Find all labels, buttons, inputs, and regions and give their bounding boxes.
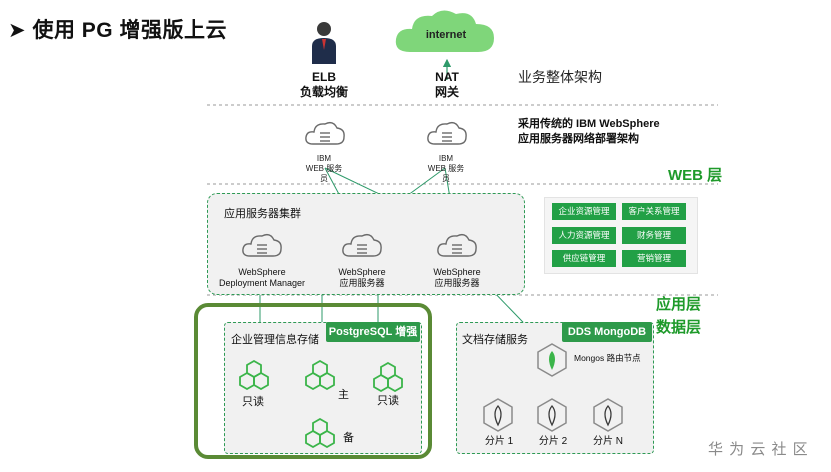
- dds-box-title: 文档存储服务: [462, 334, 528, 346]
- app-node-1: [340, 230, 384, 265]
- pg-highlight-frame: [194, 303, 432, 459]
- app-node-2-label: WebSphere 应用服务器: [433, 267, 481, 288]
- shard-icon: [593, 398, 623, 432]
- biz-module: 营销管理: [622, 250, 686, 267]
- dds-box: [456, 322, 654, 454]
- postgresql-tag: PostgreSQL 增强: [326, 322, 420, 342]
- app-node-dm-label: WebSphere Deployment Manager: [218, 267, 306, 288]
- page-title: ➤ 使用 PG 增强版上云: [8, 19, 227, 42]
- shard-icon: [483, 398, 513, 432]
- biz-module: 企业资源管理: [552, 203, 616, 220]
- cloud-server-icon: [342, 233, 382, 257]
- app-node-1-label: WebSphere 应用服务器: [338, 267, 386, 288]
- websphere-description: 采用传统的 IBM WebSphere 应用服务器网络部署架构: [518, 118, 660, 145]
- web-server-1: [303, 118, 347, 153]
- shard-icon: [537, 398, 567, 432]
- app-node-dm: [240, 230, 284, 265]
- internet-label: internet: [425, 29, 467, 41]
- web-layer-label: WEB 层: [668, 167, 723, 184]
- internet-cloud-icon: [395, 10, 494, 53]
- bullet-arrow-icon: ➤: [8, 19, 27, 42]
- db-primary-icon: [305, 360, 335, 390]
- cloud-server-icon: [242, 233, 282, 257]
- nat-label: NAT 网关: [434, 70, 459, 99]
- pg-box-title: 企业管理信息存储: [231, 334, 319, 346]
- dds-mongodb-tag: DDS MongoDB: [562, 322, 652, 342]
- cloud-server-icon: [305, 121, 345, 145]
- app-cluster-title: 应用服务器集群: [224, 208, 301, 220]
- elb-label: ELB 负载均衡: [299, 70, 348, 99]
- db-node-icon: [239, 360, 269, 390]
- biz-module: 客户关系管理: [622, 203, 686, 220]
- readonly-left-label: 只读: [242, 396, 264, 408]
- app-cluster-box: [207, 193, 525, 295]
- overall-arch-label: 业务整体架构: [518, 69, 602, 85]
- db-standby-icon: [305, 418, 335, 448]
- watermark: 华 为 云 社 区: [708, 441, 809, 458]
- shard-label: 分片 2: [538, 436, 568, 447]
- cloud-server-icon: [427, 121, 467, 145]
- biz-module: 供应链管理: [552, 250, 616, 267]
- cloud-server-icon: [437, 233, 477, 257]
- db-node-icon: [373, 362, 403, 392]
- mongos-label: Mongos 路由节点: [574, 353, 641, 363]
- web-server-2: [425, 118, 469, 153]
- shard-label: 分片 N: [593, 436, 623, 447]
- web-server-2-label: IBM WEB 服务 员: [427, 154, 465, 183]
- user-icon: [312, 22, 336, 64]
- primary-label: 主: [338, 389, 349, 401]
- app-node-2: [435, 230, 479, 265]
- readonly-right-label: 只读: [377, 395, 399, 407]
- standby-label: 备: [343, 432, 354, 444]
- shard-label: 分片 1: [484, 436, 514, 447]
- web-server-1-label: IBM WEB 服务 员: [305, 154, 343, 183]
- mongos-router-icon: [537, 343, 567, 377]
- app-layer-label: 应用层: [656, 296, 702, 313]
- data-layer-label: 数据层: [656, 319, 702, 336]
- biz-module: 财务管理: [622, 227, 686, 244]
- biz-module: 人力资源管理: [552, 227, 616, 244]
